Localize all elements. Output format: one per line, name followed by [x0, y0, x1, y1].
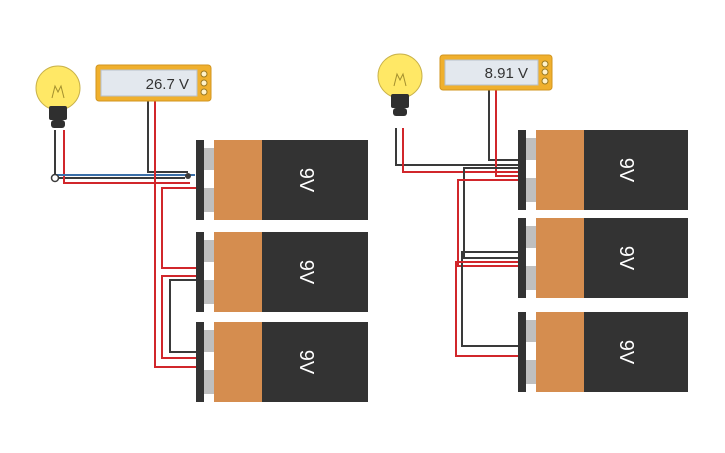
left-wire-bulb-neg: [54, 130, 185, 179]
right-wire-neg-rail: [463, 167, 518, 259]
left-wires: [54, 98, 200, 368]
left-wire-b2-b3: [169, 279, 196, 353]
left-circuit: 26.7 V 9V 9V 9V: [35, 64, 368, 402]
left-wire-b2-neg: [161, 275, 196, 359]
voltmeter-icon[interactable]: 8.91 V: [439, 54, 553, 91]
right-wire-neg-rail-2: [461, 251, 518, 347]
right-wire-bulb-pos: [402, 128, 518, 173]
left-wire-node[interactable]: [185, 173, 191, 179]
battery-label: 9V: [295, 350, 317, 375]
lightbulb-icon[interactable]: [35, 65, 81, 128]
battery-9v-icon[interactable]: 9V: [196, 232, 368, 312]
battery-label: 9V: [615, 158, 637, 183]
right-wire-meter-pos: [495, 90, 518, 177]
battery-label: 9V: [295, 168, 317, 193]
left-wire-b1-b2: [161, 187, 196, 269]
battery-9v-icon[interactable]: 9V: [196, 140, 368, 220]
battery-label: 9V: [295, 260, 317, 285]
left-wire-meter-neg: [147, 98, 188, 173]
battery-label: 9V: [615, 340, 637, 365]
right-circuit: 8.91 V 9V 9V 9V: [377, 53, 688, 392]
right-wire-bulb-neg: [395, 128, 518, 166]
voltmeter-reading: 26.7 V: [146, 76, 189, 93]
left-wire-junction[interactable]: [50, 173, 60, 183]
battery-9v-icon[interactable]: 9V: [518, 130, 688, 210]
right-wire-pos-rail-2: [455, 261, 518, 357]
right-wires: [395, 90, 518, 357]
right-wire-pos-rail: [457, 179, 518, 267]
battery-9v-icon[interactable]: 9V: [196, 322, 368, 402]
left-wire-bulb-pos: [63, 130, 190, 184]
battery-9v-icon[interactable]: 9V: [518, 312, 688, 392]
left-wire-meter-pos: [154, 98, 200, 368]
battery-label: 9V: [615, 246, 637, 271]
lightbulb-icon[interactable]: [377, 53, 423, 116]
voltmeter-icon[interactable]: 26.7 V: [95, 64, 212, 102]
battery-9v-icon[interactable]: 9V: [518, 218, 688, 298]
voltmeter-reading: 8.91 V: [485, 65, 528, 82]
right-wire-meter-neg: [488, 90, 518, 161]
